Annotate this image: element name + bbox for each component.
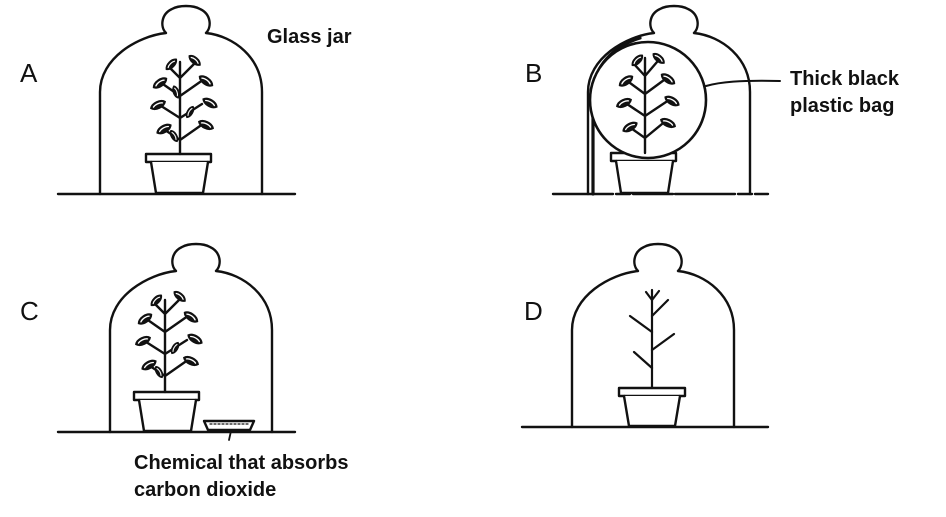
panel-label-b: B bbox=[525, 58, 542, 89]
plant-a bbox=[149, 53, 219, 154]
plastic-bag bbox=[590, 42, 706, 158]
chemical-dish bbox=[204, 421, 254, 430]
chemical-label-line-2: carbon dioxide bbox=[134, 477, 349, 504]
panel-c bbox=[58, 244, 295, 440]
plastic-bag-label: Thick black plastic bag bbox=[790, 66, 899, 120]
plant-d-bare bbox=[630, 290, 674, 388]
panel-label-c: C bbox=[20, 296, 39, 327]
panel-label-a: A bbox=[20, 58, 37, 89]
glass-jar-label: Glass jar bbox=[267, 24, 352, 51]
bag-pointer-line bbox=[706, 81, 780, 86]
panel-d bbox=[522, 244, 768, 427]
panel-label-d: D bbox=[524, 296, 543, 327]
panel-b bbox=[553, 6, 780, 194]
pot-d bbox=[619, 388, 685, 426]
plastic-bag-label-line-2: plastic bag bbox=[790, 93, 899, 120]
pot-a bbox=[146, 154, 211, 193]
chemical-label-line-1: Chemical that absorbs bbox=[134, 450, 349, 477]
plastic-bag-label-line-1: Thick black bbox=[790, 66, 899, 93]
panel-a bbox=[58, 6, 295, 194]
plant-c bbox=[134, 289, 204, 392]
pot-c bbox=[134, 392, 199, 431]
chemical-label: Chemical that absorbs carbon dioxide bbox=[134, 450, 349, 504]
